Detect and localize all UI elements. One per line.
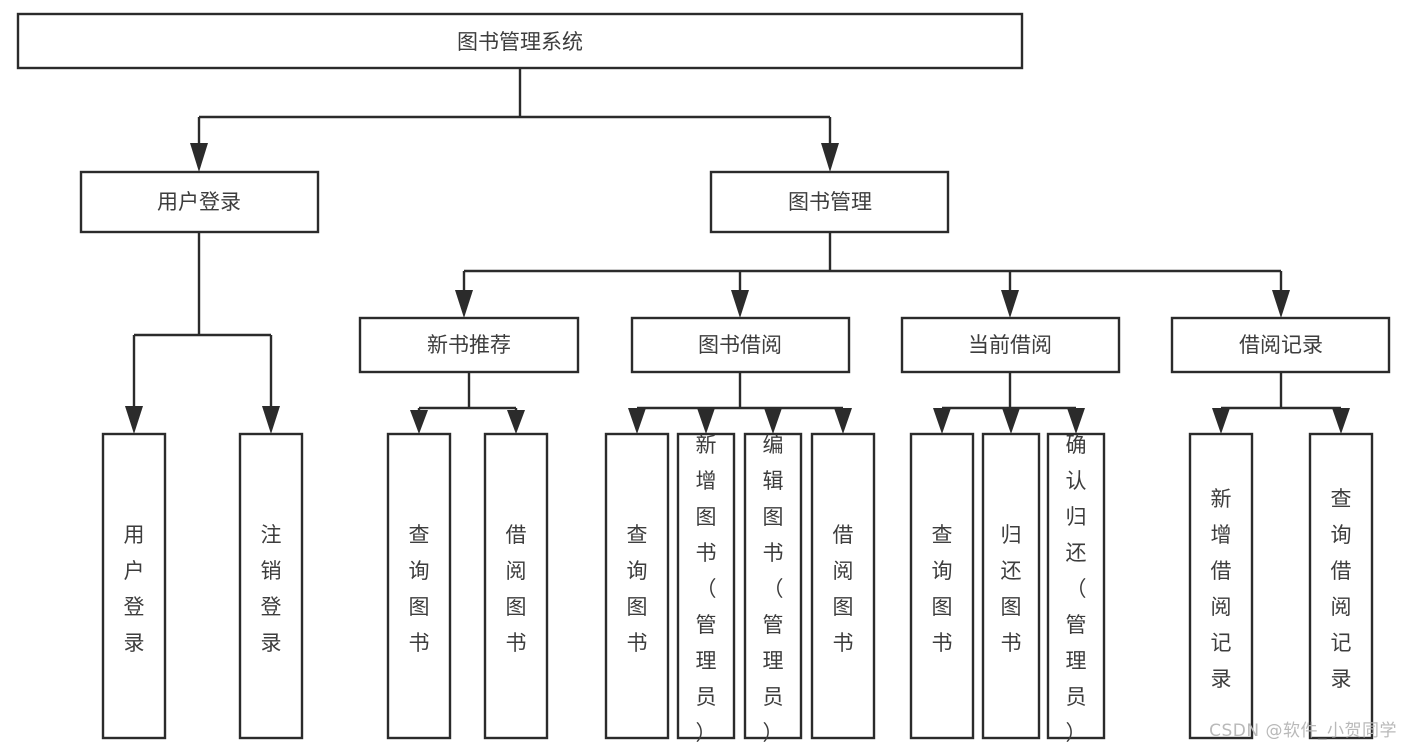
- node-leaf-user-login[interactable]: 用户登录: [101, 432, 167, 740]
- edge-borrow-record-to-leaves: [1212, 372, 1350, 434]
- node-leaf-add-book-admin-label: 新增图书（管理员）: [696, 433, 717, 745]
- node-leaf-query-book-rec-label: 查询图书: [409, 523, 430, 655]
- node-leaf-add-borrow-record-box[interactable]: [1188, 432, 1254, 740]
- arrow-head-icon: [262, 406, 280, 434]
- node-leaf-user-login-label: 用户登录: [124, 523, 145, 655]
- node-leaf-borrow-book-rec-box[interactable]: [483, 432, 549, 740]
- node-root-box[interactable]: [16, 12, 1024, 70]
- node-user-login-box[interactable]: [79, 170, 320, 234]
- node-book-borrow[interactable]: 图书借阅: [630, 316, 851, 374]
- node-book-manage-box[interactable]: [709, 170, 950, 234]
- node-leaf-edit-book-admin[interactable]: 编辑图书（管理员）: [743, 432, 803, 745]
- node-leaf-logout-box[interactable]: [238, 432, 304, 740]
- node-user-login[interactable]: 用户登录: [79, 170, 320, 234]
- node-leaf-borrow-book-rec[interactable]: 借阅图书: [483, 432, 549, 740]
- node-borrow-record-label: 借阅记录: [1239, 333, 1323, 357]
- node-leaf-return-book[interactable]: 归还图书: [981, 432, 1041, 740]
- edge-book-manage-to-level3: [455, 232, 1290, 318]
- node-leaf-user-login-box[interactable]: [101, 432, 167, 740]
- node-borrow-record[interactable]: 借阅记录: [1170, 316, 1391, 374]
- node-leaf-query-borrow-record-box[interactable]: [1308, 432, 1374, 740]
- arrow-head-icon: [933, 408, 951, 434]
- arrow-head-icon: [1272, 290, 1290, 318]
- arrow-head-icon: [731, 290, 749, 318]
- node-root-label: 图书管理系统: [457, 30, 583, 54]
- node-book-manage-label: 图书管理: [788, 190, 872, 214]
- edge-current-borrow-to-leaves: [933, 372, 1085, 434]
- node-borrow-record-box[interactable]: [1170, 316, 1391, 374]
- node-new-book-recommend-label: 新书推荐: [427, 333, 511, 357]
- node-leaf-query-borrow-record[interactable]: 查询借阅记录: [1308, 432, 1374, 740]
- node-leaf-add-book-admin[interactable]: 新增图书（管理员）: [676, 432, 736, 745]
- node-leaf-borrow-book-box[interactable]: [810, 432, 876, 740]
- arrow-head-icon: [697, 408, 715, 434]
- node-user-login-label: 用户登录: [157, 190, 241, 214]
- node-leaf-query-book-rec[interactable]: 查询图书: [386, 432, 452, 740]
- arrow-head-icon: [455, 290, 473, 318]
- node-leaf-add-book-admin-box[interactable]: [676, 432, 736, 740]
- arrow-head-icon: [125, 406, 143, 434]
- node-leaf-borrow-book-label: 借阅图书: [833, 523, 854, 655]
- arrow-head-icon: [1067, 408, 1085, 434]
- edge-new-book-to-leaves: [410, 372, 525, 434]
- node-leaf-confirm-return-admin[interactable]: 确认归还（管理员）: [1046, 432, 1106, 745]
- arrow-head-icon: [628, 408, 646, 434]
- node-leaf-query-book-borrow-box[interactable]: [604, 432, 670, 740]
- node-current-borrow[interactable]: 当前借阅: [900, 316, 1121, 374]
- leaf-node-layer: 用户登录 注销登录 查询图书 借阅图书 查询图书 新增图书（管理员） 编辑图书（管理员） 借阅…: [101, 432, 1374, 745]
- arrow-head-icon: [1001, 290, 1019, 318]
- arrow-head-icon: [1002, 408, 1020, 434]
- edge-root-to-level2: [190, 68, 839, 172]
- node-current-borrow-label: 当前借阅: [968, 333, 1052, 357]
- node-leaf-edit-book-admin-box[interactable]: [743, 432, 803, 740]
- edge-book-borrow-to-leaves: [628, 372, 852, 434]
- node-leaf-query-book-borrow[interactable]: 查询图书: [604, 432, 670, 740]
- node-leaf-query-book-rec-box[interactable]: [386, 432, 452, 740]
- node-new-book-recommend-box[interactable]: [358, 316, 580, 374]
- node-new-book-recommend[interactable]: 新书推荐: [358, 316, 580, 374]
- arrow-head-icon: [1332, 408, 1350, 434]
- arrow-head-icon: [821, 143, 839, 172]
- arrow-head-icon: [190, 143, 208, 172]
- node-leaf-confirm-return-admin-box[interactable]: [1046, 432, 1106, 740]
- node-leaf-add-borrow-record[interactable]: 新增借阅记录: [1188, 432, 1254, 740]
- node-leaf-query-book-current[interactable]: 查询图书: [909, 432, 975, 740]
- arrow-head-icon: [507, 410, 525, 434]
- node-leaf-add-borrow-record-label: 新增借阅记录: [1211, 487, 1232, 691]
- edge-user-login-to-leaves: [125, 232, 280, 434]
- node-leaf-logout-label: 注销登录: [261, 523, 282, 655]
- arrow-head-icon: [1212, 408, 1230, 434]
- connector-layer: [125, 68, 1350, 434]
- arrow-head-icon: [764, 408, 782, 434]
- node-leaf-query-book-borrow-label: 查询图书: [627, 523, 648, 655]
- node-book-borrow-label: 图书借阅: [698, 333, 782, 357]
- watermark: CSDN @软件_小贺同学: [1209, 721, 1397, 741]
- node-leaf-borrow-book-rec-label: 借阅图书: [506, 523, 527, 655]
- node-leaf-return-book-box[interactable]: [981, 432, 1041, 740]
- node-book-manage[interactable]: 图书管理: [709, 170, 950, 234]
- node-leaf-query-borrow-record-label: 查询借阅记录: [1331, 487, 1352, 691]
- node-leaf-confirm-return-admin-label: 确认归还（管理员）: [1066, 433, 1087, 745]
- node-leaf-edit-book-admin-label: 编辑图书（管理员）: [763, 433, 784, 745]
- arrow-head-icon: [834, 408, 852, 434]
- node-current-borrow-box[interactable]: [900, 316, 1121, 374]
- node-leaf-return-book-label: 归还图书: [1001, 523, 1022, 655]
- node-book-borrow-box[interactable]: [630, 316, 851, 374]
- node-leaf-borrow-book[interactable]: 借阅图书: [810, 432, 876, 740]
- node-root[interactable]: 图书管理系统: [16, 12, 1024, 70]
- node-leaf-logout[interactable]: 注销登录: [238, 432, 304, 740]
- arrow-head-icon: [410, 410, 428, 434]
- node-leaf-query-book-current-label: 查询图书: [932, 523, 953, 655]
- node-leaf-query-book-current-box[interactable]: [909, 432, 975, 740]
